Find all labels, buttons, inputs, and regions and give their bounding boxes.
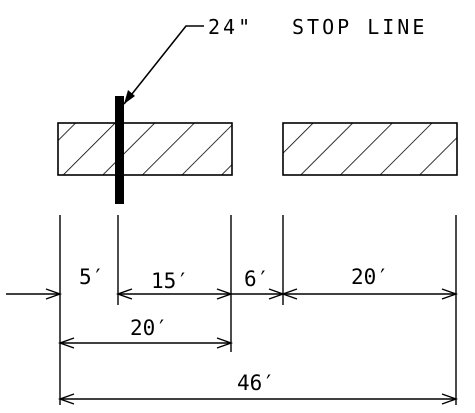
- dimension-label-20ft-right: 20′: [351, 265, 389, 289]
- dimension-label-6ft: 6′: [244, 267, 269, 291]
- left-marking-block: [57, 122, 233, 176]
- dimension-row-1: [6, 288, 459, 300]
- dimension-label-15ft: 15′: [151, 269, 189, 293]
- callout-leader: [123, 25, 204, 105]
- dimension-row-2: [57, 337, 234, 349]
- dimension-row-3: [57, 393, 459, 405]
- callout-size-label: 24": [208, 15, 253, 39]
- stop-line-bar: [115, 96, 124, 204]
- callout-name-label: STOP LINE: [292, 15, 427, 39]
- extension-lines: [59, 215, 457, 405]
- dimension-label-20ft-left: 20′: [130, 316, 168, 340]
- dimension-label-5ft: 5′: [79, 265, 104, 289]
- right-marking-block: [282, 122, 458, 176]
- dimension-label-46ft: 46′: [237, 371, 275, 395]
